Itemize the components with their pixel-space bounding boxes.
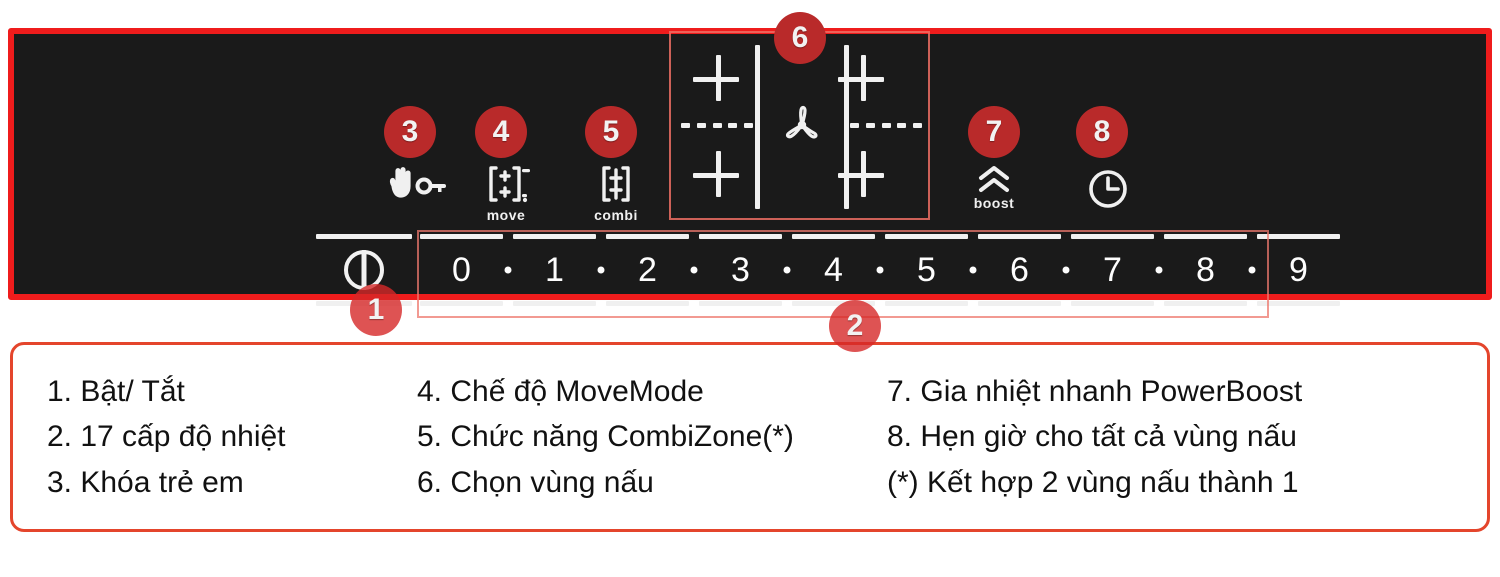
segment-bar-bottom — [606, 301, 689, 306]
heat-level-slider[interactable]: 0 1 2 3 4 5 — [316, 234, 1340, 306]
power-key-bar-top — [316, 234, 412, 239]
slider-segment[interactable]: 4 — [792, 234, 875, 306]
slider-level-label: 1 — [545, 251, 564, 289]
slider-level-label: 9 — [1289, 251, 1308, 289]
power-boost-key[interactable]: boost — [956, 164, 1032, 211]
legend-box: 1. Bật/ Tắt 2. 17 cấp độ nhiệt 3. Khóa t… — [10, 342, 1490, 532]
timer-key[interactable] — [1070, 166, 1146, 213]
badge-2: 2 — [829, 300, 881, 352]
slider-dot — [969, 266, 977, 274]
segment-bar-bottom — [978, 301, 1061, 306]
cooking-zone-selector[interactable] — [669, 31, 930, 220]
slider-dot — [597, 266, 605, 274]
segment-bar-bottom — [513, 301, 596, 306]
clock-icon — [1089, 170, 1127, 208]
legend-column-1: 1. Bật/ Tắt 2. 17 cấp độ nhiệt 3. Khóa t… — [47, 369, 417, 506]
power-icon-bar — [361, 250, 367, 290]
double-chevron-up-icon — [979, 166, 1009, 192]
legend-item: 2. 17 cấp độ nhiệt — [47, 420, 286, 454]
legend-column-3: 7. Gia nhiệt nhanh PowerBoost 8. Hẹn giờ… — [887, 369, 1447, 506]
slider-segment[interactable]: 6 — [978, 234, 1061, 306]
slider-level-label: 0 — [452, 251, 471, 289]
combi-zone-key[interactable]: combi — [579, 162, 653, 223]
combi-brackets-icon — [602, 166, 630, 202]
slider-segment[interactable]: 7 — [1071, 234, 1154, 306]
legend-item: 7. Gia nhiệt nhanh PowerBoost — [887, 374, 1303, 408]
slider-dot — [1062, 266, 1070, 274]
child-lock-key[interactable] — [378, 164, 450, 205]
segment-bar-top — [606, 234, 689, 239]
segment-bar-top — [792, 234, 875, 239]
slider-segment[interactable]: 9 — [1257, 234, 1340, 306]
slider-dot — [690, 266, 698, 274]
segment-bar-bottom — [1257, 301, 1340, 306]
legend-item: (*) Kết hợp 2 vùng nấu thành 1 — [887, 465, 1299, 499]
slider-level-label: 5 — [917, 251, 936, 289]
segment-bar-top — [1164, 234, 1247, 239]
segment-bar-top — [420, 234, 503, 239]
combi-caption: combi — [594, 207, 638, 223]
slider-level-label: 3 — [731, 251, 750, 289]
slider-level-label: 6 — [1010, 251, 1029, 289]
badge-5: 5 — [585, 106, 637, 158]
hand-key-icon — [389, 167, 446, 198]
move-mode-key[interactable]: move — [469, 162, 543, 223]
slider-dot — [876, 266, 884, 274]
zone-divider-right — [844, 45, 849, 209]
segment-bar-bottom — [792, 301, 875, 306]
zone-dash-row-left — [681, 123, 753, 128]
slider-segment[interactable]: 1 — [513, 234, 596, 306]
hob-control-panel: 3 move 4 combi 5 — [8, 12, 1492, 352]
segment-bar-top — [513, 234, 596, 239]
boost-caption: boost — [973, 195, 1015, 211]
slider-level-label: 7 — [1103, 251, 1122, 289]
badge-3: 3 — [384, 106, 436, 158]
slider-dot — [504, 266, 512, 274]
segment-bar-top — [699, 234, 782, 239]
slider-dot — [1155, 266, 1163, 274]
zone-divider-left — [755, 45, 760, 209]
badge-1: 1 — [350, 284, 402, 336]
move-caption: move — [486, 207, 526, 223]
badge-7: 7 — [968, 106, 1020, 158]
segment-bar-bottom — [1164, 301, 1247, 306]
legend-item: 6. Chọn vùng nấu — [417, 465, 654, 499]
slider-dot — [783, 266, 791, 274]
badge-6: 6 — [774, 12, 826, 64]
segment-bar-top — [885, 234, 968, 239]
slider-segment[interactable]: 0 — [420, 234, 503, 306]
slider-segment[interactable]: 8 — [1164, 234, 1247, 306]
segment-bar-bottom — [420, 301, 503, 306]
legend-item: 5. Chức năng CombiZone(*) — [417, 420, 794, 454]
segment-bar-bottom — [885, 301, 968, 306]
slider-level-label: 2 — [638, 251, 657, 289]
segment-bar-bottom — [1071, 301, 1154, 306]
slider-dot — [1248, 266, 1256, 274]
slider-segment[interactable]: 5 — [885, 234, 968, 306]
badge-8: 8 — [1076, 106, 1128, 158]
move-brackets-icon — [489, 166, 530, 203]
legend-item: 1. Bật/ Tắt — [47, 374, 185, 408]
slider-level-label: 4 — [824, 251, 843, 289]
segment-bar-top — [1071, 234, 1154, 239]
legend-item: 8. Hẹn giờ cho tất cả vùng nấu — [887, 420, 1297, 454]
badge-4: 4 — [475, 106, 527, 158]
slider-segment[interactable]: 2 — [606, 234, 689, 306]
segment-bar-bottom — [699, 301, 782, 306]
slider-level-label: 8 — [1196, 251, 1215, 289]
segment-bar-top — [978, 234, 1061, 239]
zone-selector-graphics — [671, 33, 928, 218]
legend-item: 4. Chế độ MoveMode — [417, 374, 704, 408]
segment-bar-top — [1257, 234, 1340, 239]
slider-segment[interactable]: 3 — [699, 234, 782, 306]
legend-column-2: 4. Chế độ MoveMode 5. Chức năng CombiZon… — [417, 369, 887, 506]
legend-item: 3. Khóa trẻ em — [47, 465, 244, 499]
fan-icon — [785, 105, 818, 139]
zone-dash-row-right — [850, 123, 922, 128]
